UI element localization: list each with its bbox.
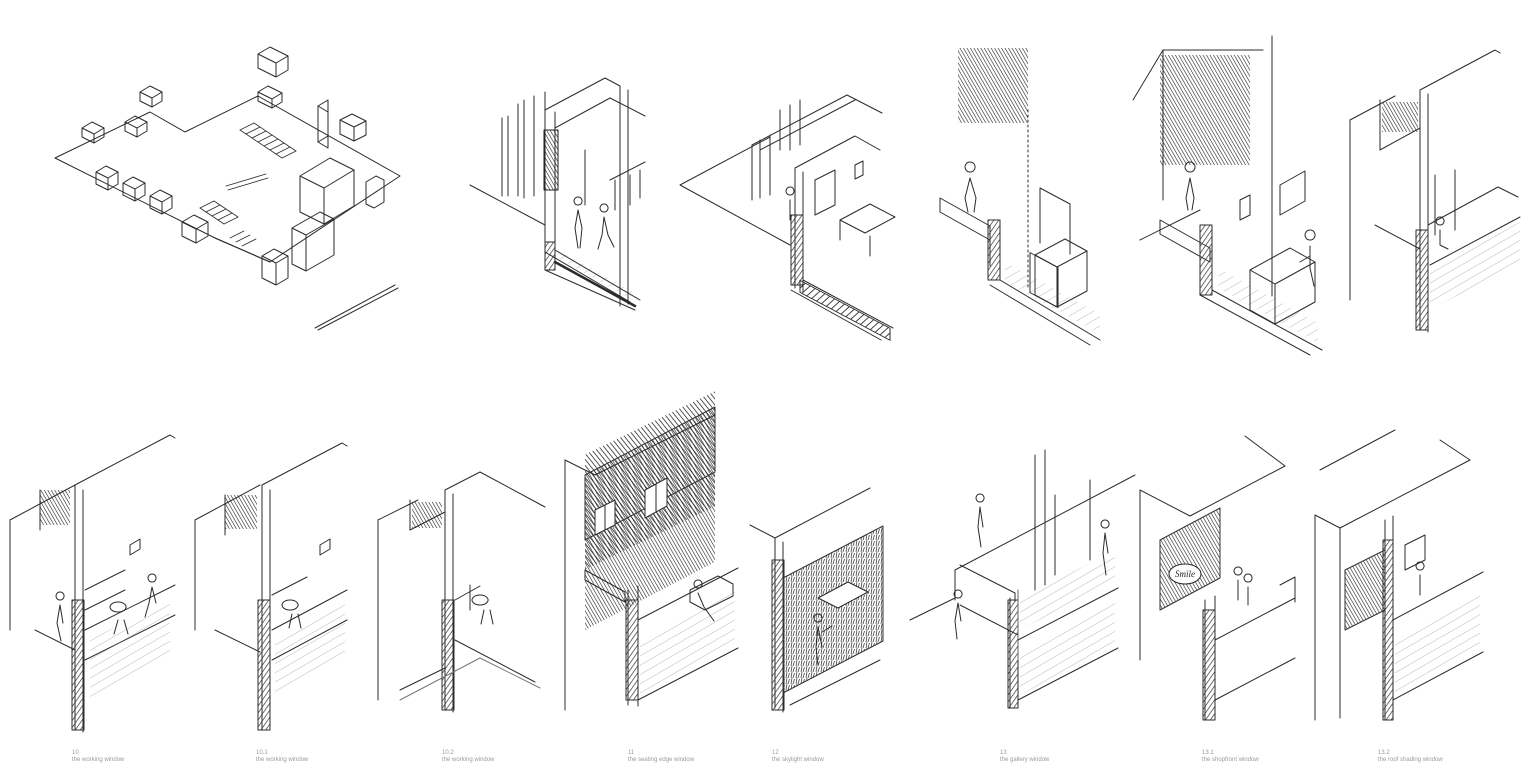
panel-skylight-window	[749, 487, 884, 713]
caption-seating-window: 11 the seating edge window	[628, 750, 694, 764]
caption-text: the working window	[72, 757, 125, 763]
panel-shopfront-window: Smile	[1139, 435, 1296, 721]
caption-number: 13.1	[1202, 750, 1214, 756]
caption-number: 10.1	[256, 750, 268, 756]
panel-roof-window	[1314, 429, 1484, 721]
panel-counter-window	[1132, 35, 1323, 356]
caption-text: the shopfront window	[1202, 757, 1259, 763]
caption-number: 13.2	[1378, 750, 1390, 756]
caption-text: the skylight window	[772, 757, 824, 763]
caption-text: the working window	[442, 757, 495, 763]
panel-wardrobe-window	[469, 77, 646, 311]
caption-working-window-b: 10.1 the working window	[256, 750, 308, 764]
caption-text: the roof shading window	[1378, 757, 1443, 763]
panel-kitchen-window	[679, 94, 896, 341]
caption-shopfront-window: 13.1 the shopfront window	[1202, 750, 1259, 764]
caption-working-window-c: 10.2 the working window	[442, 750, 494, 764]
caption-number: 13	[1000, 750, 1007, 756]
caption-number: 10	[72, 750, 79, 756]
floor-hatching	[90, 222, 1520, 700]
caption-number: 12	[772, 750, 779, 756]
caption-text: the gallery window	[1000, 757, 1050, 763]
panel-site-plan	[54, 46, 401, 331]
stairs	[199, 122, 297, 247]
panel-working-window-b	[194, 442, 348, 731]
panel-working-window-a	[9, 434, 176, 733]
panel-seating-window	[564, 391, 739, 711]
shop-sign-text: Smile	[1175, 569, 1195, 579]
box-cluster	[81, 46, 385, 286]
panel-working-window-c	[377, 471, 546, 713]
panel-corner-desk-window	[1349, 49, 1521, 333]
caption-text: the working window	[256, 757, 309, 763]
caption-working-window-a: 10 the working window	[72, 750, 124, 764]
caption-text: the seating edge window	[628, 757, 695, 763]
caption-gallery-window: 13 the gallery window	[1000, 750, 1049, 764]
caption-number: 11	[628, 750, 635, 756]
panel-entry-window	[939, 48, 1101, 346]
caption-number: 10.2	[442, 750, 454, 756]
caption-roof-window: 13.2 the roof shading window	[1378, 750, 1443, 764]
caption-skylight-window: 12 the skylight window	[772, 750, 824, 764]
panel-gallery-window	[909, 449, 1136, 709]
